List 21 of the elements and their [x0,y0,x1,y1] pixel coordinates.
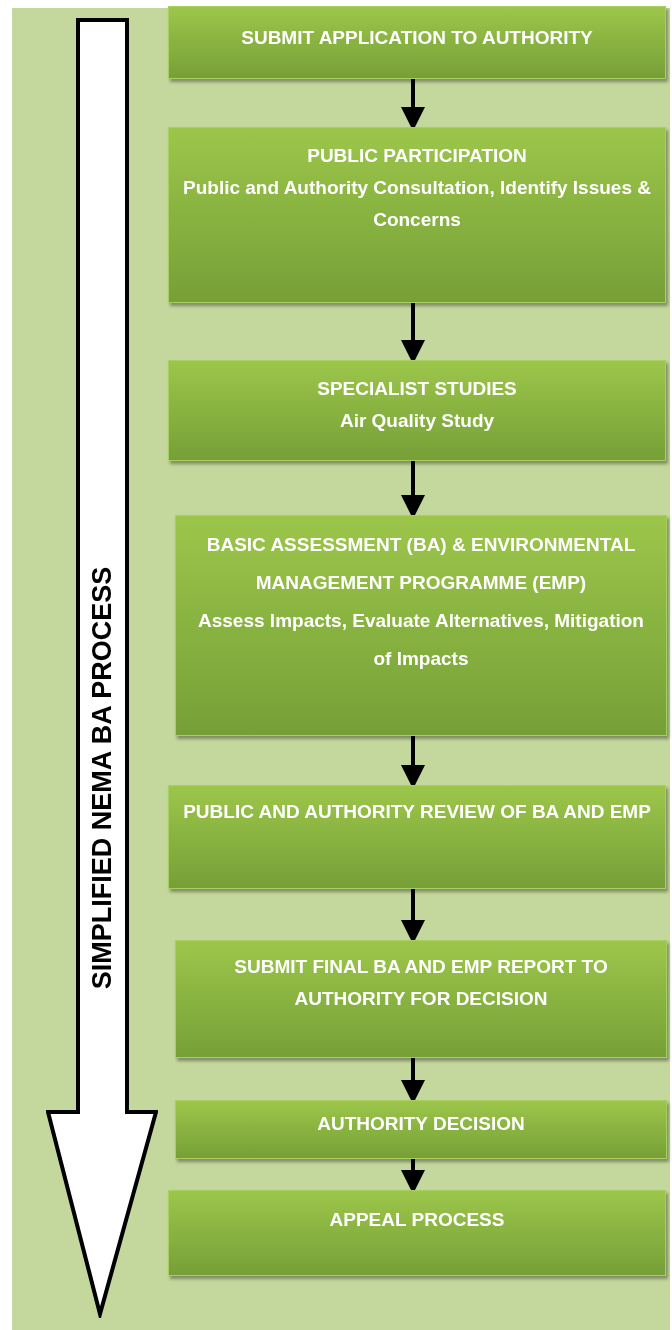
process-box [175,515,667,736]
step-title: SPECIALIST STUDIES [317,377,517,401]
step-title: APPEAL PROCESS [329,1208,505,1232]
process-box [168,6,666,79]
process-box [168,127,666,303]
process-box [168,1190,666,1276]
step-title: SUBMIT APPLICATION TO AUTHORITY [241,26,593,50]
step-title: SUBMIT FINAL BA AND EMP REPORT TO AUTHORITY FOR DECISION [233,955,609,1011]
arrow-label: SIMPLIFIED NEMA BA PROCESS [86,566,118,990]
step-description: Air Quality Study [339,409,495,433]
process-box [175,940,667,1058]
step-description: Public and Authority Consultation, Identify Issues & Concerns [182,176,652,232]
process-box [168,785,666,889]
step-title: PUBLIC AND AUTHORITY REVIEW OF BA AND EMP [183,800,651,824]
step-title: AUTHORITY DECISION [317,1112,525,1136]
process-arrow [46,18,158,1318]
step-description: Assess Impacts, Evaluate Alternatives, Mitigation of Impacts [197,609,645,671]
step-title: BASIC ASSESSMENT (BA) & ENVIRONMENTAL MANAGEMENT PROGRAMME (EMP) [205,533,637,595]
step-title: PUBLIC PARTICIPATION [307,144,527,168]
process-box [175,1100,667,1159]
process-box [168,360,666,461]
